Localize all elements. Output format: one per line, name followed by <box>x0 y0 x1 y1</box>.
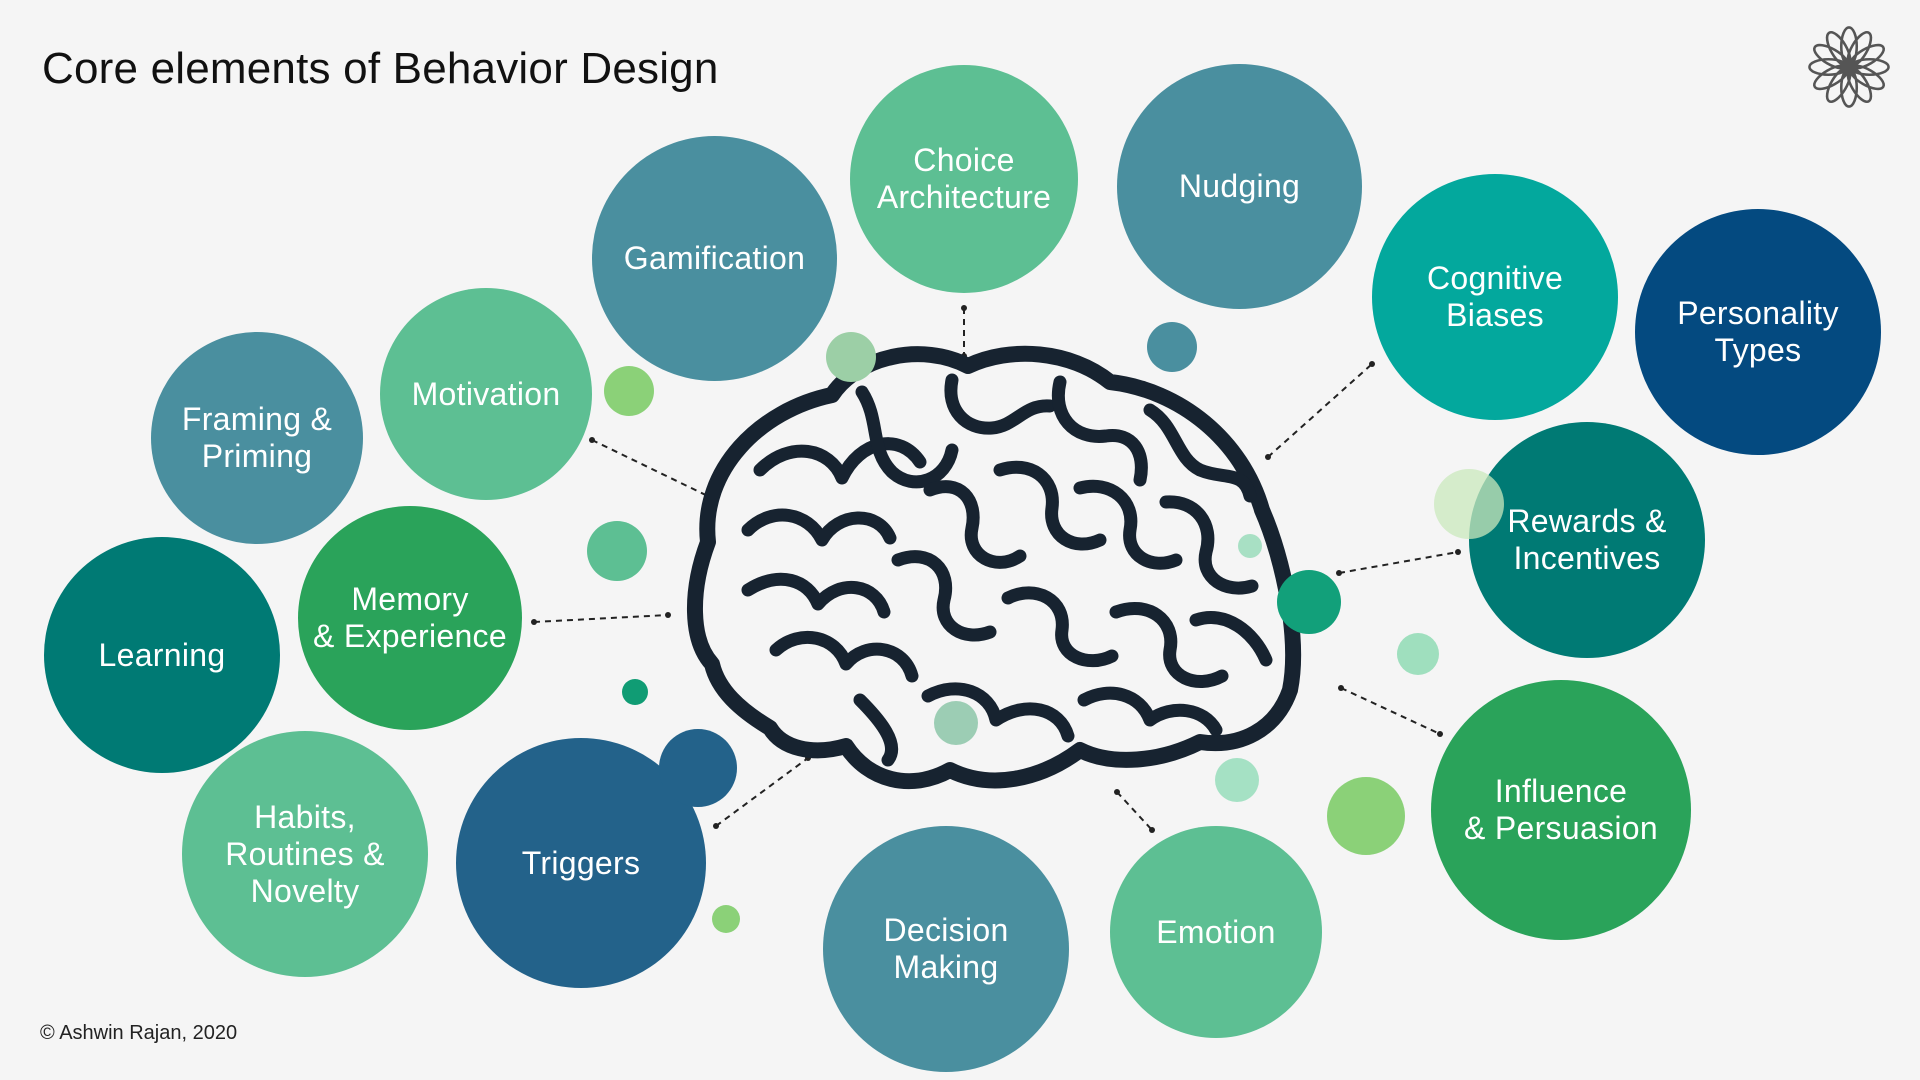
concept-choice-architecture: Choice Architecture <box>850 65 1078 293</box>
concept-emotion: Emotion <box>1110 826 1322 1038</box>
connector-triggers <box>715 757 809 827</box>
connector-cognitive <box>1267 363 1373 458</box>
concept-decision-making: Decision Making <box>823 826 1069 1072</box>
decor-dot <box>1147 322 1197 372</box>
concept-motivation: Motivation <box>380 288 592 500</box>
concept-memory-experience: Memory & Experience <box>298 506 522 730</box>
concept-learning: Learning <box>44 537 280 773</box>
decor-dot <box>659 729 737 807</box>
concept-gamification: Gamification <box>592 136 837 381</box>
decor-dot <box>826 332 876 382</box>
connector-rewards <box>1338 551 1459 574</box>
decor-dot <box>1397 633 1439 675</box>
decor-dot <box>622 679 648 705</box>
concept-influence-persuasion: Influence & Persuasion <box>1431 680 1691 940</box>
decor-dot <box>712 905 740 933</box>
concept-personality-types: Personality Types <box>1635 209 1881 455</box>
lotus-logo-icon <box>1808 26 1890 108</box>
concept-nudging: Nudging <box>1117 64 1362 309</box>
decor-dot <box>934 701 978 745</box>
decor-dot <box>604 366 654 416</box>
decor-dot <box>1327 777 1405 855</box>
connector-motivation <box>591 439 717 501</box>
decor-dot <box>1277 570 1341 634</box>
concept-rewards-incentives: Rewards & Incentives <box>1469 422 1705 658</box>
connector-memory <box>533 614 669 623</box>
diagram-title: Core elements of Behavior Design <box>42 44 719 93</box>
copyright-text: © Ashwin Rajan, 2020 <box>40 1022 238 1044</box>
decor-dot <box>1215 758 1259 802</box>
concept-framing-priming: Framing & Priming <box>151 332 363 544</box>
connector-influence <box>1340 687 1441 735</box>
concept-cognitive-biases: Cognitive Biases <box>1372 174 1618 420</box>
connector-emotion <box>1116 791 1153 831</box>
decor-dot <box>1238 534 1262 558</box>
decor-dot <box>587 521 647 581</box>
concept-habits-routines-novelty: Habits, Routines & Novelty <box>182 731 428 977</box>
decor-dot <box>1434 469 1504 539</box>
